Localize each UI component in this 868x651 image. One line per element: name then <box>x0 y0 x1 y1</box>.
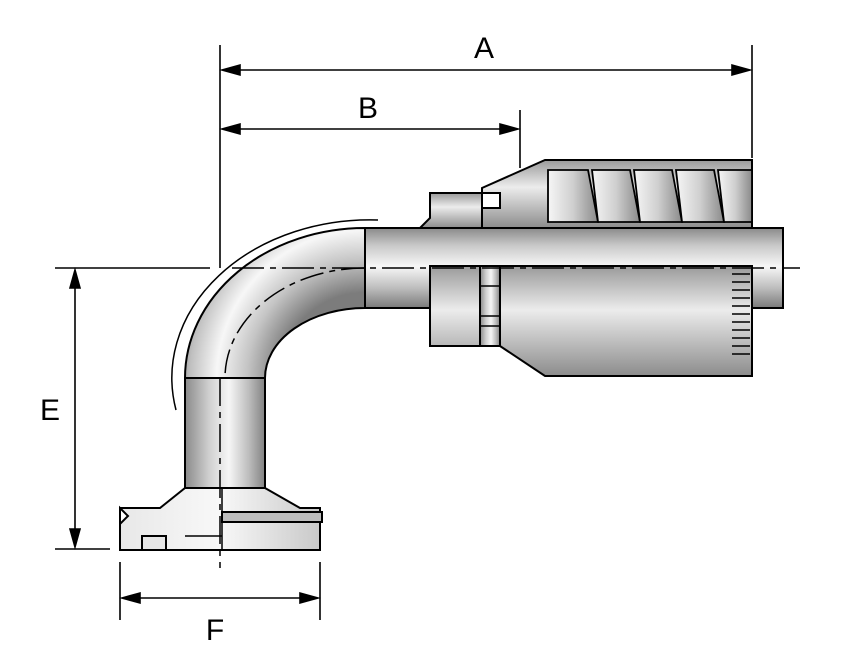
ferrule-notch <box>481 192 501 209</box>
centerlines <box>219 267 800 568</box>
socket-knurl <box>732 273 750 355</box>
nut-step <box>417 192 483 229</box>
socket-shell <box>429 265 753 377</box>
rib <box>716 169 753 223</box>
dimension-lines <box>55 45 753 620</box>
dimension-e-arrow-bottom <box>68 528 82 550</box>
vertical-tube <box>184 377 266 489</box>
dimension-f-arrow-right <box>299 591 321 605</box>
dimension-a-label: A <box>474 32 494 65</box>
flange-groove <box>221 511 323 523</box>
ferrule-ribs <box>547 169 753 223</box>
dimension-b-arrow-right <box>499 122 521 136</box>
flange-key <box>119 505 130 527</box>
elbow-bend <box>183 226 366 379</box>
dimension-b-label: B <box>358 92 378 125</box>
dimension-a-arrow-right <box>731 63 753 77</box>
flange-pin <box>141 535 167 551</box>
dimension-b-arrow-left <box>219 122 241 136</box>
bend-centerline <box>224 267 366 379</box>
bend-outer-shadow <box>171 219 379 411</box>
dimension-a-arrow-left <box>219 63 241 77</box>
dimension-f-arrow-left <box>119 591 141 605</box>
dimension-e-label: E <box>40 394 60 427</box>
socket-collar <box>479 265 501 347</box>
dimension-f-label: F <box>206 614 224 647</box>
dimension-e-arrow-top <box>68 267 82 289</box>
